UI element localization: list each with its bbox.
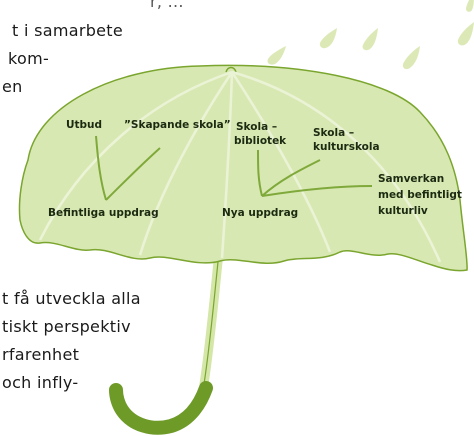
label-befintliga-uppdrag: Befintliga uppdrag [48,207,159,219]
body-text-line: kom- [8,49,50,68]
label-skola-bibliotek-1: Skola – [236,121,277,133]
umbrella-tip [225,66,237,73]
body-text-line: och infly- [2,373,79,392]
body-text-line: en [2,77,23,96]
body-text-line: tiskt perspektiv [2,317,131,336]
body-text-line: r, ... [150,0,184,11]
label-skola-kulturskola-2: kulturskola [313,141,380,153]
raindrop-icon [466,0,474,12]
label-samverkan-2: med befintligt [378,189,462,201]
label-samverkan-1: Samverkan [378,173,444,185]
tree-befintliga [95,135,161,201]
rain-drops [267,0,474,70]
diagram-labels: Utbud ”Skapande skola” Befintliga uppdra… [48,119,462,219]
tree-nya [257,149,373,197]
label-samverkan-3: kulturliv [378,205,428,217]
body-text-line: rfarenhet [2,345,80,364]
umbrella-handle [109,257,223,435]
label-skola-kulturskola-1: Skola – [313,127,354,139]
raindrop-icon [402,46,420,70]
raindrop-icon [362,28,378,51]
raindrop-icon [457,22,474,46]
raindrop-icon [267,46,286,65]
label-utbud: Utbud [66,119,102,131]
label-skola-bibliotek-2: bibliotek [234,135,287,147]
body-text-line: t få utveckla alla [2,289,141,308]
label-nya-uppdrag: Nya uppdrag [222,207,298,219]
body-text-line: t i samarbete [12,21,124,40]
raindrop-icon [319,28,337,49]
umbrella-canopy [18,64,468,272]
umbrella-ribs [38,70,442,263]
label-skapande-skola: ”Skapande skola” [124,119,231,131]
